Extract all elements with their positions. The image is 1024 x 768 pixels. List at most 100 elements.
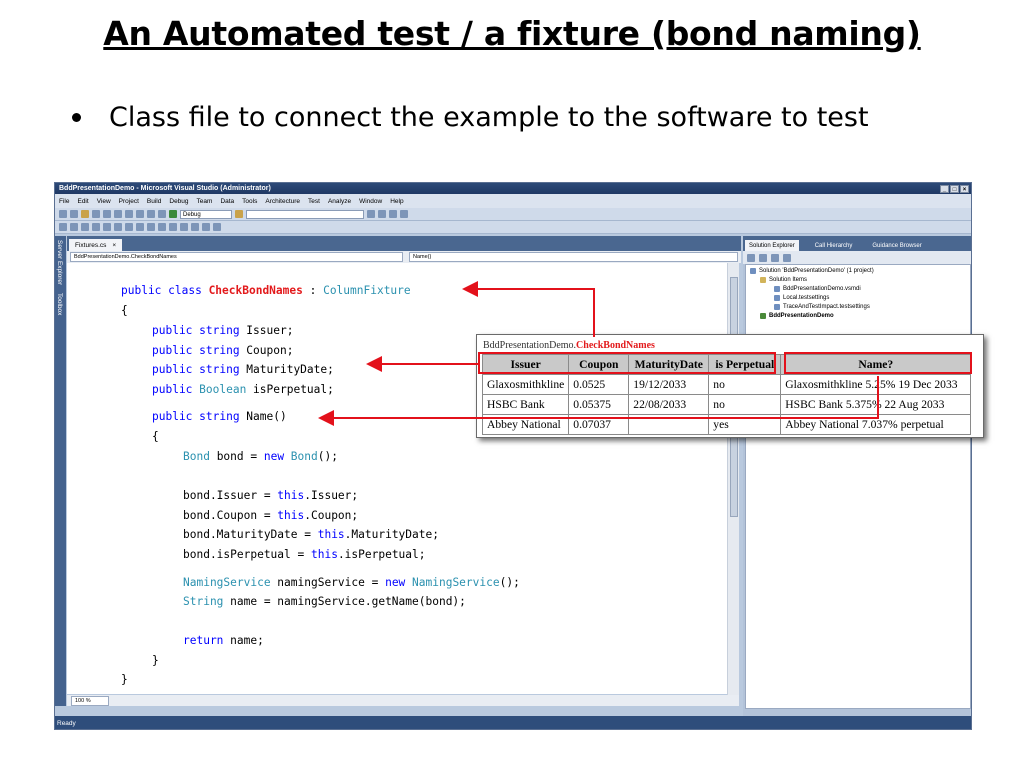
- outdent-icon[interactable]: [59, 223, 67, 231]
- properties-icon[interactable]: [378, 210, 386, 218]
- status-bar: Ready: [55, 716, 971, 729]
- add-item-icon[interactable]: [70, 210, 78, 218]
- code-line-naming-service: NamingService namingService = new Naming…: [183, 576, 520, 589]
- file-icon: [774, 304, 780, 310]
- window-title: BddPresentationDemo - Microsoft Visual S…: [59, 185, 271, 192]
- step-over-icon[interactable]: [158, 223, 166, 231]
- comment-icon[interactable]: [81, 223, 89, 231]
- redo-icon[interactable]: [158, 210, 166, 218]
- menu-architecture[interactable]: Architecture: [265, 197, 301, 205]
- code-line-method-close: }: [152, 654, 159, 667]
- code-line-method-brace: {: [152, 430, 159, 443]
- next-bookmark-icon[interactable]: [125, 223, 133, 231]
- table-cell: HSBC Bank: [481, 394, 570, 415]
- menu-view[interactable]: View: [96, 197, 111, 205]
- minimize-icon[interactable]: _: [940, 184, 949, 193]
- new-project-icon[interactable]: [59, 210, 67, 218]
- find-combo[interactable]: [246, 209, 364, 219]
- test-results-icon[interactable]: [202, 223, 210, 231]
- paste-icon[interactable]: [136, 210, 144, 218]
- code-line-set-coupon: bond.Coupon = this.Coupon;: [183, 509, 359, 522]
- tab-call-hierarchy[interactable]: Call Hierarchy: [814, 242, 853, 249]
- table-cell: 22/08/2033: [628, 394, 710, 415]
- tab-fixtures-cs[interactable]: Fixtures.cs ×: [69, 239, 123, 251]
- properties-icon[interactable]: [747, 253, 755, 262]
- copy-icon[interactable]: [125, 210, 133, 218]
- menu-tools[interactable]: Tools: [242, 197, 258, 205]
- menu-build[interactable]: Build: [146, 197, 162, 205]
- solution-explorer-pane: Solution Explorer Call Hierarchy Guidanc…: [743, 236, 971, 716]
- menu-project[interactable]: Project: [118, 197, 139, 205]
- find-icon[interactable]: [235, 210, 243, 218]
- undo-icon[interactable]: [147, 210, 155, 218]
- menu-window[interactable]: Window: [359, 197, 383, 205]
- col-coupon: Coupon: [568, 354, 630, 375]
- solution-config-select[interactable]: Debug: [180, 209, 232, 219]
- table-row: HSBC Bank 0.05375 22/08/2033 no HSBC Ban…: [481, 394, 972, 415]
- menu-edit[interactable]: Edit: [77, 197, 89, 205]
- solution-icon: [750, 268, 756, 274]
- table-cell: Abbey National: [481, 414, 570, 435]
- toolbox-icon[interactable]: [400, 210, 408, 218]
- start-debug-icon[interactable]: [169, 210, 177, 218]
- close-icon[interactable]: ×: [960, 184, 969, 193]
- slide-title: An Automated test / a fixture (bond nami…: [103, 14, 921, 53]
- indent-icon[interactable]: [70, 223, 78, 231]
- code-line-class-close: }: [121, 673, 128, 686]
- cut-icon[interactable]: [114, 210, 122, 218]
- zoom-select[interactable]: 100 %: [71, 695, 109, 706]
- menu-team[interactable]: Team: [196, 197, 213, 205]
- editor-vertical-scrollbar[interactable]: [727, 263, 739, 701]
- folder-icon: [760, 277, 766, 283]
- show-all-files-icon[interactable]: [759, 253, 767, 262]
- save-all-icon[interactable]: [103, 210, 111, 218]
- toolbox-tab[interactable]: Toolbox: [56, 293, 63, 316]
- view-class-diagram-icon[interactable]: [783, 253, 791, 262]
- menu-help[interactable]: Help: [390, 197, 404, 205]
- menu-test[interactable]: Test: [308, 197, 320, 205]
- menu-analyze[interactable]: Analyze: [327, 197, 352, 205]
- class-dropdown[interactable]: BddPresentationDemo.CheckBondNames: [70, 252, 403, 262]
- bullet-dot-icon: [72, 113, 81, 122]
- solution-explorer-icon[interactable]: [367, 210, 375, 218]
- member-dropdown[interactable]: Name(): [409, 252, 738, 262]
- object-browser-icon[interactable]: [389, 210, 397, 218]
- tree-item-solution[interactable]: Solution 'BddPresentationDemo' (1 projec…: [750, 268, 874, 274]
- prev-bookmark-icon[interactable]: [114, 223, 122, 231]
- pane-tabstrip: Solution Explorer Call Hierarchy Guidanc…: [743, 236, 971, 251]
- bookmark-icon[interactable]: [103, 223, 111, 231]
- run-tests-icon[interactable]: [180, 223, 188, 231]
- table-cell: Glaxosmithkline 5.25% 19 Dec 2033: [780, 374, 972, 395]
- tree-item-trace-testsettings[interactable]: TraceAndTestImpact.testsettings: [774, 304, 870, 310]
- col-issuer: Issuer: [481, 354, 570, 375]
- save-icon[interactable]: [92, 210, 100, 218]
- tree-item-project[interactable]: BddPresentationDemo: [760, 313, 834, 319]
- col-name: Name?: [780, 354, 972, 375]
- tab-solution-explorer[interactable]: Solution Explorer: [745, 240, 799, 251]
- open-file-icon[interactable]: [81, 210, 89, 218]
- step-out-icon[interactable]: [169, 223, 177, 231]
- layout-icon[interactable]: [213, 223, 221, 231]
- tree-item-solution-items[interactable]: Solution Items: [760, 277, 807, 283]
- menu-file[interactable]: File: [59, 197, 70, 205]
- table-cell: Glaxosmithkline: [481, 374, 570, 395]
- table-cell: 19/12/2033: [628, 374, 710, 395]
- server-explorer-tab[interactable]: Server Explorer: [56, 240, 63, 286]
- refresh-icon[interactable]: [771, 253, 779, 262]
- uncomment-icon[interactable]: [92, 223, 100, 231]
- maximize-icon[interactable]: □: [950, 184, 959, 193]
- table-cell: yes: [708, 414, 782, 435]
- close-tab-icon[interactable]: ×: [112, 241, 117, 249]
- tab-guidance-browser[interactable]: Guidance Browser: [872, 242, 922, 249]
- menu-bar: File Edit View Project Build Debug Team …: [55, 194, 971, 208]
- tree-item-vsmdi[interactable]: BddPresentationDemo.vsmdi: [774, 286, 861, 292]
- debug-tests-icon[interactable]: [191, 223, 199, 231]
- bullet-text: Class file to connect the example to the…: [109, 102, 869, 133]
- table-cell: no: [708, 394, 782, 415]
- tree-item-local-testsettings[interactable]: Local.testsettings: [774, 295, 829, 301]
- clear-bookmarks-icon[interactable]: [136, 223, 144, 231]
- step-into-icon[interactable]: [147, 223, 155, 231]
- menu-debug[interactable]: Debug: [169, 197, 189, 205]
- code-editor[interactable]: public class CheckBondNames : ColumnFixt…: [67, 263, 727, 694]
- menu-data[interactable]: Data: [220, 197, 235, 205]
